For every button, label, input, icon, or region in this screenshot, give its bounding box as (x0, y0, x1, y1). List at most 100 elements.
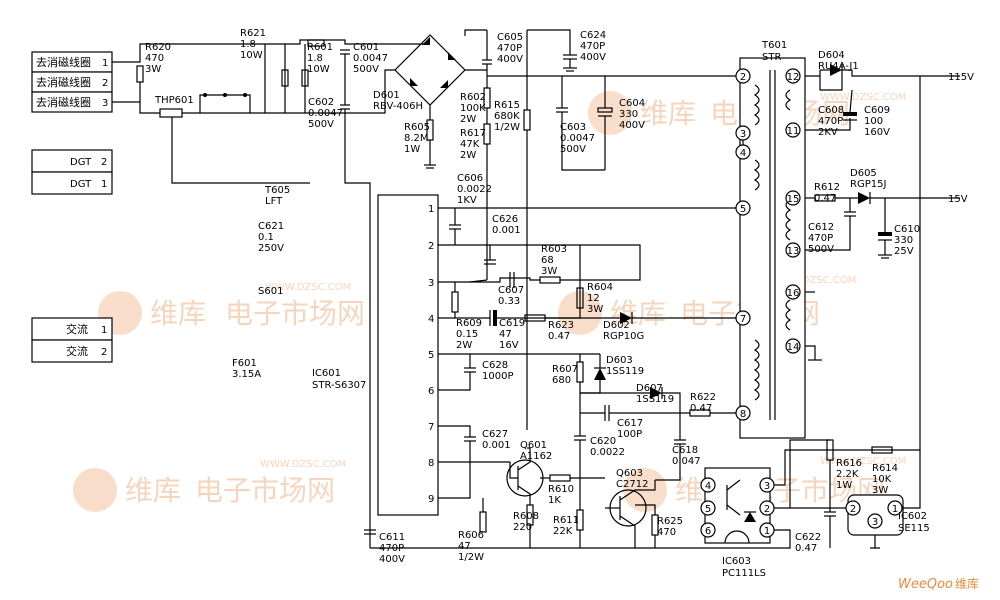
r617-label: 2W (460, 150, 476, 161)
c610-label: C610 (894, 224, 920, 235)
watermark-brand: 维库 (610, 297, 666, 330)
c611-label: 400V (379, 554, 405, 565)
svg-text:6: 6 (428, 386, 434, 397)
c626-label: 0.001 (492, 225, 521, 236)
svg-text:PC111LS: PC111LS (722, 568, 766, 579)
degauss-label: 去消磁线圈 (36, 75, 91, 89)
ac-connector: 交流 交流 1 2 (31, 317, 113, 363)
svg-text:T601: T601 (761, 40, 787, 51)
r604-label: 3W (587, 304, 603, 315)
f601-label: F601 (232, 358, 257, 369)
r609-label: 0.15 (456, 329, 478, 340)
r616-label: 1W (836, 480, 852, 491)
c601-label: 0.0047 (353, 53, 388, 64)
r611-label: R611 (553, 515, 579, 526)
c606-label: C606 (457, 173, 483, 184)
c606-label: 0.0022 (457, 184, 492, 195)
svg-text:4: 4 (705, 481, 711, 492)
r607-label: R607 (552, 364, 578, 375)
c617-label: C617 (617, 418, 643, 429)
output-115v: 115V (948, 72, 974, 83)
c618-label: 0.047 (672, 456, 701, 467)
r603-label: 3W (541, 266, 557, 277)
r610-label: 1K (548, 495, 561, 506)
c606-label: 1KV (457, 195, 477, 206)
r608-label: R608 (513, 511, 539, 522)
r620-label: R620 (145, 42, 171, 53)
pin-number: 1 (102, 58, 108, 69)
r607-label: 680 (552, 375, 571, 386)
svg-text:3: 3 (764, 481, 770, 492)
watermark-url: WWW.DZSC.COM (265, 282, 351, 293)
r609-label: 2W (456, 340, 472, 351)
c602-label: 0.0047 (308, 108, 343, 119)
label-layer: R6204703WR6211.810WR6011.810WC6010.00475… (145, 28, 920, 565)
r625-label: 470 (657, 527, 676, 538)
c621-label: 0.1 (258, 232, 274, 243)
ac-label: 交流 (66, 344, 88, 358)
r602-label: 2W (460, 114, 476, 125)
d601-label: RBV-406H (373, 101, 423, 112)
svg-text:WeeQoo: WeeQoo (898, 577, 953, 592)
r605-label: 8.2M (404, 133, 429, 144)
c610-label: 330 (894, 235, 913, 246)
thp-label: THP601 (154, 95, 194, 106)
watermark-url: WWW.DZSC.COM (260, 459, 346, 470)
r606-label: 47 (458, 541, 471, 552)
r610-label: R610 (548, 484, 574, 495)
c627-label: 0.001 (482, 440, 511, 451)
c602-label: 500V (308, 119, 334, 130)
c628-label: 1000P (482, 371, 513, 382)
component-labels: T601 STR IC603 PC111LS IC602 SE115 115V … (722, 40, 974, 579)
r604-label: 12 (587, 293, 600, 304)
pin-number: 1 (101, 325, 107, 336)
svg-text:15: 15 (787, 194, 800, 205)
c607-label: 0.33 (498, 296, 520, 307)
c604-label: 330 (619, 109, 638, 120)
c601-label: 500V (353, 64, 379, 75)
d605-label: RGP15J (850, 179, 886, 190)
svg-text:2: 2 (850, 504, 856, 515)
c603-label: 0.0047 (560, 133, 595, 144)
ic601-ref: IC601 (312, 368, 341, 379)
c610-label: 25V (894, 246, 914, 257)
degauss-connector: 去消磁线圈 去消磁线圈 去消磁线圈 1 2 3 (31, 51, 113, 113)
d604-label: RU4A-J1 (818, 61, 859, 72)
svg-text:11: 11 (787, 126, 800, 137)
c620-label: 0.0022 (590, 447, 625, 458)
svg-text:5: 5 (428, 350, 434, 361)
d602-label: RGP10G (603, 331, 644, 342)
svg-text:2: 2 (740, 72, 746, 83)
c608-label: 2KV (818, 127, 838, 138)
q601-label: Q601 (520, 440, 547, 451)
c611-label: 470P (379, 543, 404, 554)
c605-label: C605 (497, 32, 523, 43)
r602-label: R602 (460, 92, 486, 103)
ic603-body (704, 467, 771, 544)
r612-label: 0.47 (814, 193, 836, 204)
r615-label: R615 (494, 100, 520, 111)
svg-text:2: 2 (764, 504, 770, 515)
c624-label: 470P (580, 41, 605, 52)
r606-label: 1/2W (458, 552, 484, 563)
d607-label: 1SS119 (636, 394, 674, 405)
svg-text:9: 9 (428, 494, 434, 505)
r605-label: R605 (404, 122, 430, 133)
dgt-connector: DGT DGT 2 1 (31, 149, 113, 195)
c609-label: C609 (864, 105, 890, 116)
pin-number: 3 (102, 98, 108, 109)
pin-number: 1 (101, 179, 107, 190)
watermark-cn: 电子市场网 (225, 297, 365, 330)
r616-label: R616 (836, 458, 862, 469)
c605-label: 400V (497, 54, 523, 65)
r614-label: 10K (872, 474, 892, 485)
degauss-label: 去消磁线圈 (36, 95, 91, 109)
watermark-url: WWW.DZSC.COM (770, 275, 856, 286)
r615-label: 680K (494, 111, 520, 122)
r611-label: 22K (553, 526, 573, 537)
ic601-pins: 1 2 3 4 5 6 7 8 9 IC601 STR-S6307 (312, 204, 434, 505)
r623-label: R623 (548, 320, 574, 331)
watermark-url: WWW.DZSC.COM (820, 456, 906, 467)
